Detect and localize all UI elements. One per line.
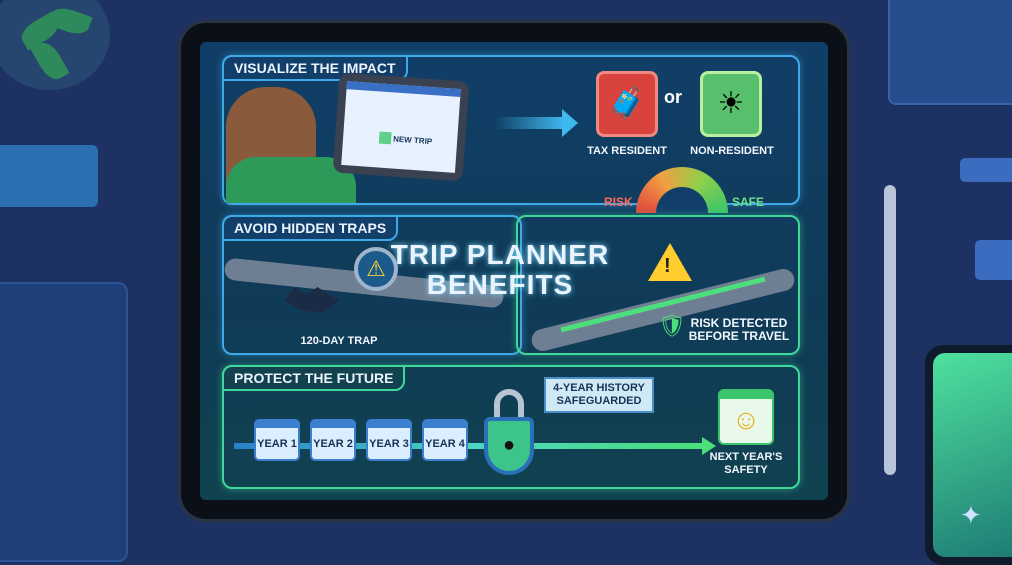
marker [960,158,1012,182]
risk-label: RISK [604,195,633,209]
year-list: YEAR 1 YEAR 2 YEAR 3 YEAR 4 [254,419,468,461]
section-title: VISUALIZE THE IMPACT [222,55,408,81]
timeline-arrow [234,443,704,449]
padlock-shield-icon: ● [484,389,534,479]
arrow-right-icon [494,117,564,129]
book [888,0,1012,105]
panel-visualize-impact: VISUALIZE THE IMPACT NEW TRIP 🧳 or ☀ TAX… [222,55,800,213]
happy-calendar-icon: ☺ [718,389,774,445]
non-resident-label: NON-RESIDENT [690,145,774,157]
magnifier-warning-icon: ⚠ [354,247,398,291]
tax-resident-icon: 🧳 [596,71,658,137]
main-title: TRIP PLANNER BENEFITS [390,239,610,300]
panel-risk-detected: ! 🛡 RISK DETECTED BEFORE TRAVEL [516,215,800,355]
eraser [975,240,1012,280]
tablet-screen: VISUALIZE THE IMPACT NEW TRIP 🧳 or ☀ TAX… [200,42,828,500]
or-label: or [664,87,682,107]
section-title: PROTECT THE FUTURE [222,365,406,391]
sparkle-icon: ✦ [960,500,982,530]
non-resident-icon: ☀ [700,71,762,137]
year-calendar: YEAR 4 [422,419,468,461]
handheld-tablet: NEW TRIP [332,72,470,182]
trap-hole [284,287,340,313]
panel-protect-future: PROTECT THE FUTURE YEAR 1 YEAR 2 YEAR 3 … [222,365,800,489]
history-banner: 4-YEAR HISTORY SAFEGUARDED [544,377,654,413]
plant-decoration [0,0,110,90]
phone [925,345,1012,565]
panel-avoid-traps: AVOID HIDDEN TRAPS ⚠ 120-DAY TRAP [222,215,522,355]
next-year-safety-label: NEXT YEAR'S SAFETY [709,451,783,476]
sticky-note [0,145,98,207]
section-title: AVOID HIDDEN TRAPS [222,215,399,241]
year-calendar: YEAR 3 [366,419,412,461]
warning-icon [648,243,692,281]
risk-detected-label: RISK DETECTED BEFORE TRAVEL [688,316,790,343]
tax-resident-label: TAX RESIDENT [587,145,667,157]
trap-label: 120-DAY TRAP [300,335,378,347]
new-trip-label: NEW TRIP [392,134,433,147]
year-calendar: YEAR 2 [310,419,356,461]
stylus-pen [884,185,896,475]
notebook [0,282,128,562]
shield-check-icon: 🛡 [658,313,686,338]
safe-label: SAFE [732,195,765,209]
year-calendar: YEAR 1 [254,419,300,461]
